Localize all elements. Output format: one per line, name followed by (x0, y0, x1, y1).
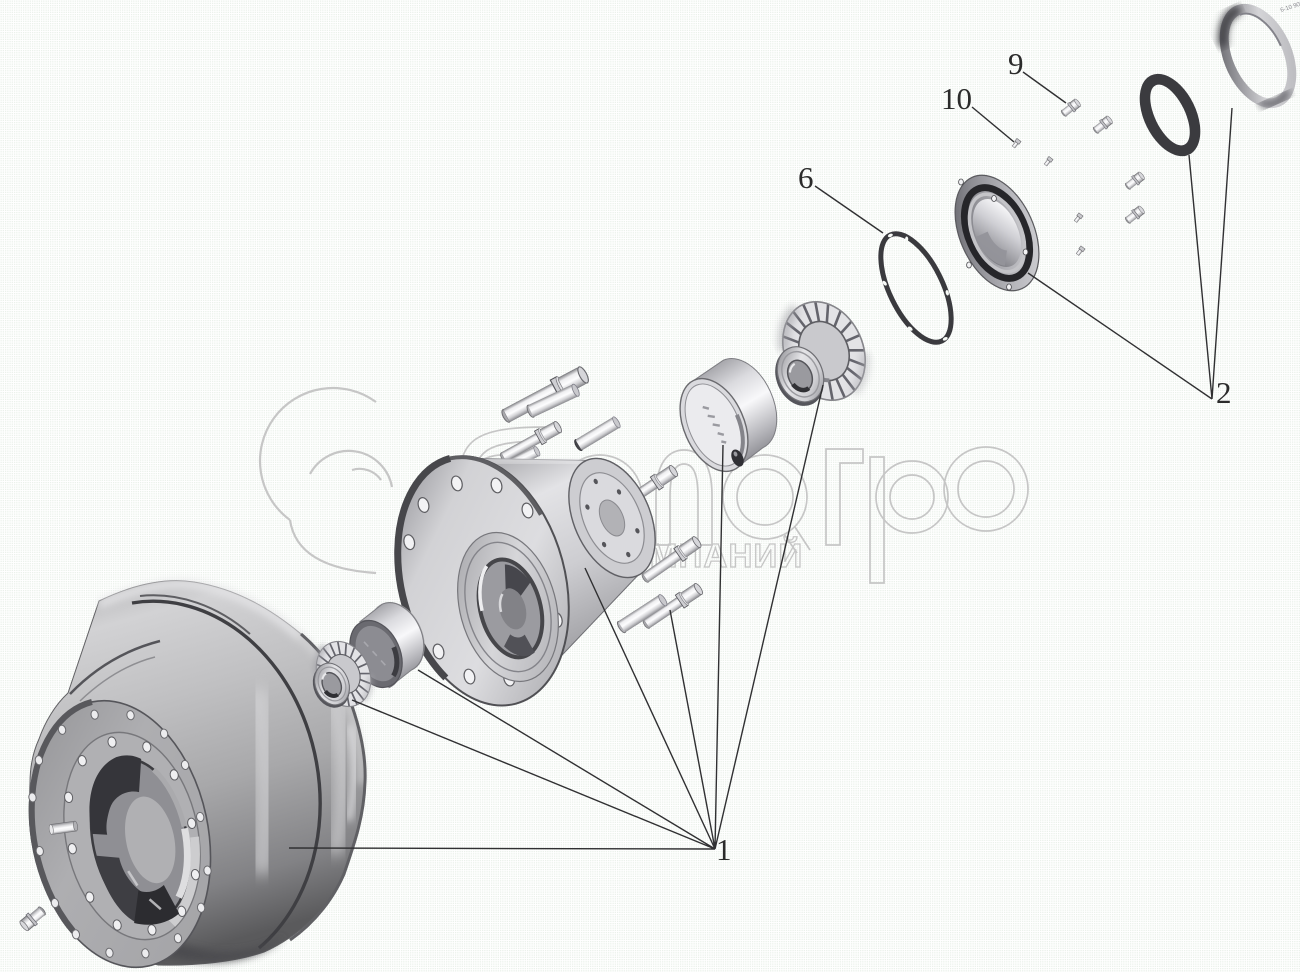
svg-text:2: 2 (1216, 375, 1232, 410)
svg-text:6-10 900: 6-10 900 (1280, 1, 1300, 14)
svg-text:1: 1 (716, 832, 732, 867)
svg-text:10: 10 (941, 81, 972, 116)
svg-text:9: 9 (1008, 46, 1024, 81)
svg-text:6: 6 (798, 160, 814, 195)
